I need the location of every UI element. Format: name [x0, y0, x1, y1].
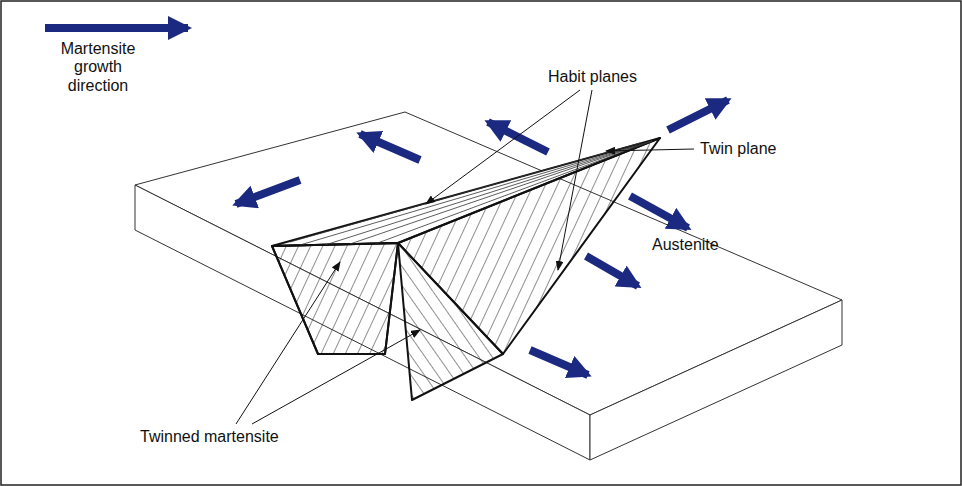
legend-text: Martensite growth direction	[50, 40, 146, 95]
austenite-slab	[135, 112, 842, 460]
leader-lines	[236, 90, 694, 424]
martensite-plate	[272, 138, 660, 400]
label: Twin plane	[700, 140, 777, 158]
legend-arrow	[45, 24, 188, 32]
label: Austenite	[652, 236, 719, 254]
twin-lines	[290, 141, 652, 245]
label: Habit planes	[548, 68, 637, 86]
growth-arrows	[45, 28, 728, 375]
label: Twinned martensite	[140, 428, 279, 446]
